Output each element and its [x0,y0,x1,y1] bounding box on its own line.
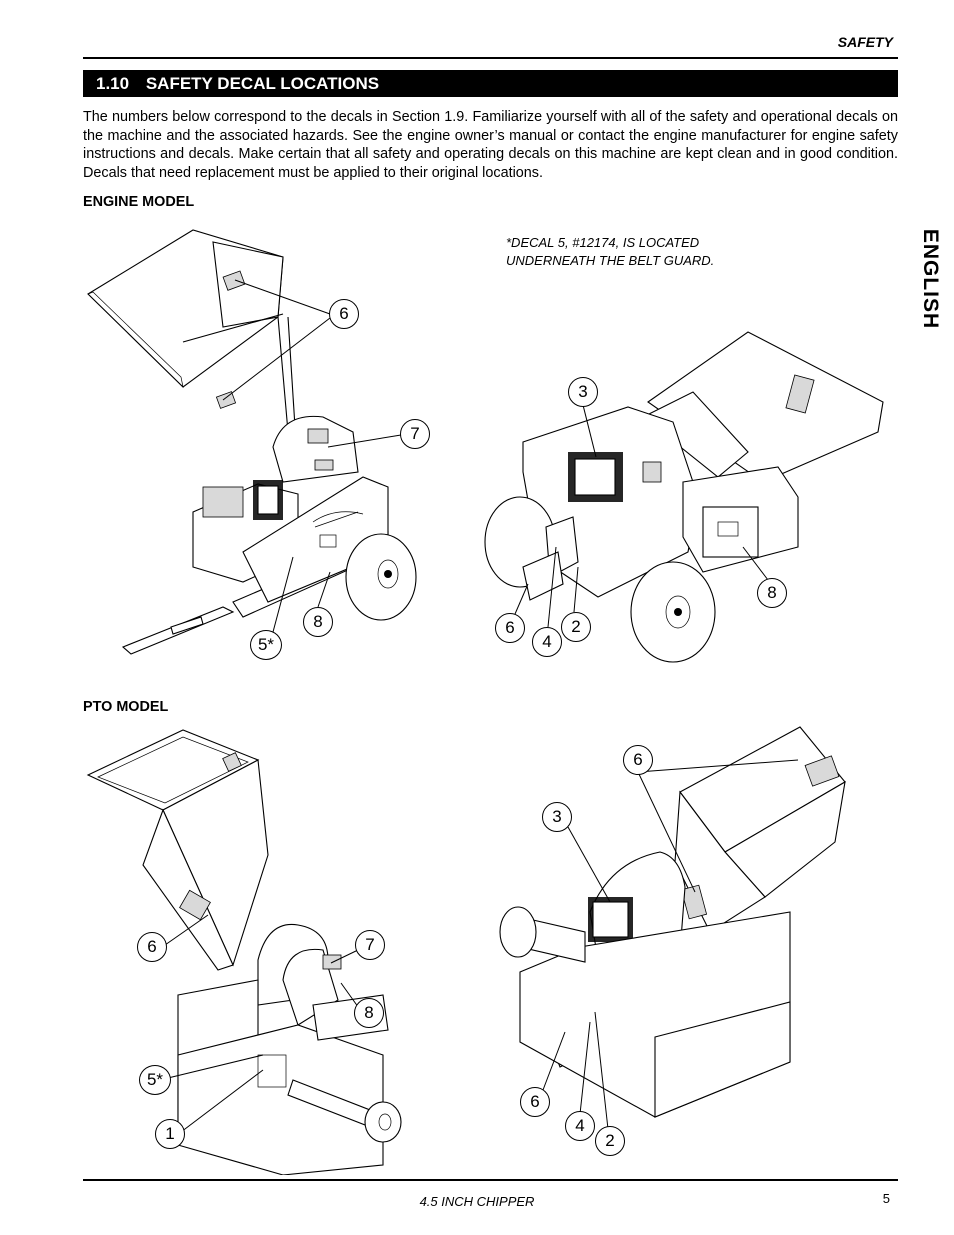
engine-model-right-figure: 3 8 6 4 2 [478,322,898,667]
section-title: SAFETY DECAL LOCATIONS [145,74,380,93]
callout-6: 6 [623,745,653,775]
section-number: 1.10 [96,74,130,93]
header-section-label: SAFETY [837,34,893,50]
section-title-bar: 1.10 SAFETY DECAL LOCATIONS [83,70,898,97]
engine-left-drawing [87,229,417,655]
pto-right-drawing [499,726,846,1130]
callout-6: 6 [329,299,359,329]
engine-model-left-figure: 6 7 8 5* [83,222,443,667]
engine-right-drawing [484,331,884,663]
callout-6: 6 [137,932,167,962]
callout-7: 7 [355,930,385,960]
callout-4: 4 [532,627,562,657]
intro-paragraph: The numbers below correspond to the deca… [83,109,898,181]
pto-model-heading: PTO MODEL [83,699,169,715]
callout-6: 6 [495,613,525,643]
callout-2: 2 [595,1126,625,1156]
callout-5-star: 5* [250,630,282,660]
footer-rule [83,1179,898,1181]
callout-3: 3 [568,377,598,407]
callout-5-star: 5* [139,1065,171,1095]
callout-7: 7 [400,419,430,449]
pto-model-right-figure: 6 3 6 4 2 [490,722,898,1172]
callout-6: 6 [520,1087,550,1117]
header-rule [83,57,898,59]
language-side-tab: ENGLISH [912,224,948,334]
callout-3: 3 [542,802,572,832]
callout-8: 8 [303,607,333,637]
engine-model-heading: ENGINE MODEL [83,194,195,210]
pto-left-drawing [86,729,402,1176]
callout-8: 8 [354,998,384,1028]
callout-2: 2 [561,612,591,642]
callout-8: 8 [757,578,787,608]
callout-1: 1 [155,1119,185,1149]
decal-5-note: *DECAL 5, #12174, IS LOCATED UNDERNEATH … [506,235,715,268]
page-number: 5 [882,1191,890,1206]
pto-model-left-figure: 6 7 8 5* 1 [83,725,418,1176]
callout-4: 4 [565,1111,595,1141]
side-tab-label: ENGLISH [919,228,942,330]
footer-manual-title: 4.5 INCH CHIPPER [419,1194,535,1209]
